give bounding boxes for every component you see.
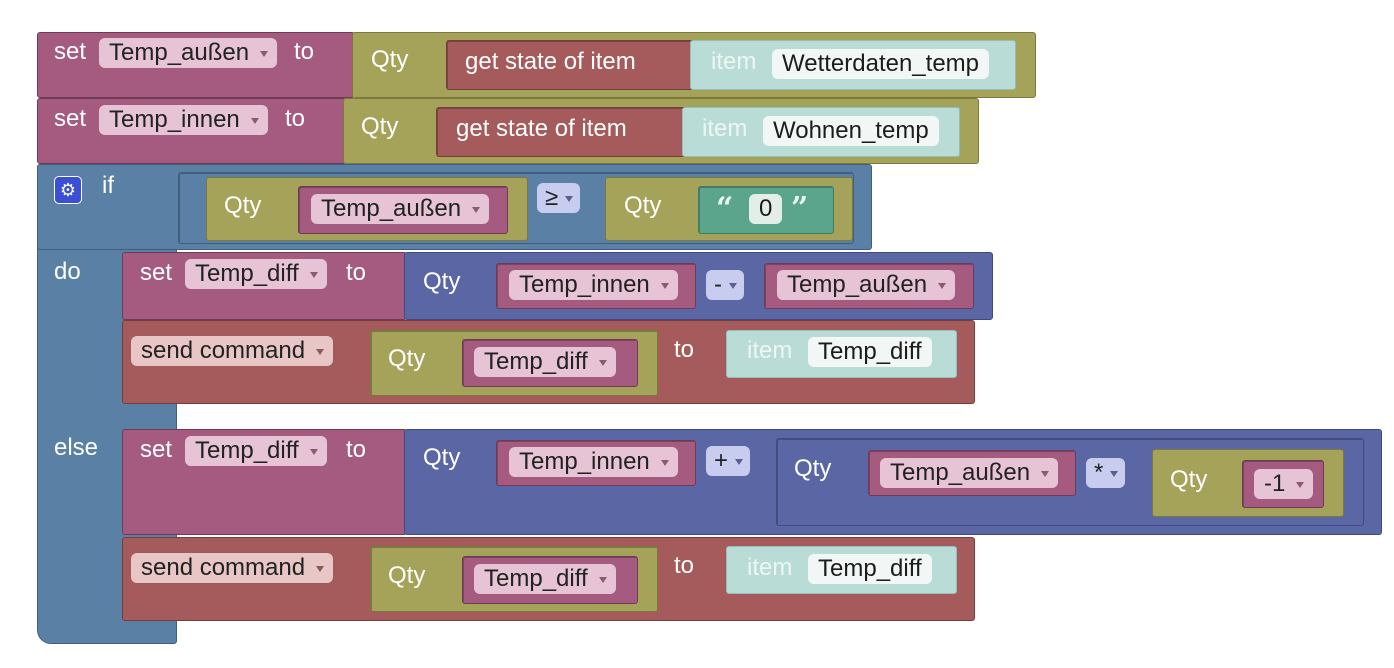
item-keyword: item bbox=[747, 554, 793, 581]
variable-label: Temp_diff bbox=[484, 565, 588, 592]
dropdown-arrow-icon bbox=[316, 349, 325, 355]
variable-label: Temp_innen bbox=[109, 106, 240, 133]
operator-label: + bbox=[714, 447, 729, 474]
variable-dropdown-temp-aussen[interactable]: Temp_außen bbox=[880, 458, 1059, 488]
set-keyword: set bbox=[140, 259, 173, 286]
variable-dropdown-temp-aussen[interactable]: Temp_außen bbox=[777, 270, 956, 300]
variable-label: Temp_außen bbox=[890, 459, 1031, 486]
send-command-label: send command bbox=[141, 337, 306, 364]
variable-dropdown-temp-aussen[interactable]: Temp_außen bbox=[311, 194, 490, 224]
item-name-field-temp-diff[interactable]: Temp_diff bbox=[808, 337, 932, 367]
to-keyword: to bbox=[674, 552, 695, 579]
operator-dropdown-plus[interactable]: + bbox=[706, 446, 751, 476]
operator-dropdown-times[interactable]: * bbox=[1086, 458, 1126, 488]
get-state-keyword: get state of item bbox=[465, 48, 636, 75]
qty-keyword: Qty bbox=[388, 562, 426, 589]
item-keyword: item bbox=[747, 337, 793, 364]
dropdown-arrow-icon bbox=[735, 459, 744, 465]
item-keyword: item bbox=[711, 48, 757, 75]
number-dropdown-neg-one[interactable]: -1 bbox=[1254, 469, 1314, 499]
send-command-label: send command bbox=[141, 554, 306, 581]
dropdown-arrow-icon bbox=[1110, 471, 1119, 477]
dropdown-arrow-icon bbox=[660, 283, 669, 289]
qty-keyword: Qty bbox=[794, 455, 832, 482]
operator-dropdown-minus[interactable]: - bbox=[706, 270, 744, 300]
dropdown-arrow-icon bbox=[729, 283, 737, 289]
variable-label: Temp_außen bbox=[109, 39, 250, 66]
qty-keyword: Qty bbox=[1170, 466, 1208, 493]
variable-dropdown-temp-diff[interactable]: Temp_diff bbox=[474, 564, 616, 594]
item-name-field-wetterdaten[interactable]: Wetterdaten_temp bbox=[772, 49, 990, 79]
qty-keyword: Qty bbox=[224, 192, 262, 219]
qty-keyword: Qty bbox=[371, 46, 409, 73]
variable-label: Temp_außen bbox=[321, 195, 462, 222]
item-name-field-temp-diff[interactable]: Temp_diff bbox=[808, 554, 932, 584]
qty-keyword: Qty bbox=[361, 113, 399, 140]
text-value-field[interactable]: 0 bbox=[749, 194, 783, 224]
dropdown-arrow-icon bbox=[1296, 482, 1305, 488]
variable-label: Temp_innen bbox=[519, 271, 650, 298]
get-state-block[interactable] bbox=[436, 107, 688, 157]
operator-label: * bbox=[1094, 459, 1104, 486]
dropdown-arrow-icon bbox=[316, 566, 325, 572]
variable-dropdown-temp-innen[interactable]: Temp_innen bbox=[509, 447, 678, 477]
variable-label: Temp_innen bbox=[519, 448, 650, 475]
variable-dropdown-temp-diff[interactable]: Temp_diff bbox=[185, 259, 327, 289]
qty-keyword: Qty bbox=[388, 345, 426, 372]
qty-keyword: Qty bbox=[423, 268, 461, 295]
item-name-field-wohnen[interactable]: Wohnen_temp bbox=[763, 116, 939, 146]
variable-dropdown-temp-innen[interactable]: Temp_innen bbox=[509, 270, 678, 300]
get-state-block[interactable] bbox=[446, 40, 696, 90]
dropdown-arrow-icon bbox=[260, 51, 269, 57]
dropdown-arrow-icon bbox=[250, 118, 259, 124]
operator-label: - bbox=[714, 271, 722, 298]
else-keyword: else bbox=[54, 434, 99, 461]
qty-keyword: Qty bbox=[624, 192, 662, 219]
send-command-dropdown[interactable]: send command bbox=[131, 553, 334, 583]
variable-dropdown-temp-innen[interactable]: Temp_innen bbox=[99, 105, 268, 135]
dropdown-arrow-icon bbox=[565, 196, 574, 202]
item-keyword: item bbox=[702, 115, 748, 142]
variable-dropdown-temp-diff[interactable]: Temp_diff bbox=[185, 436, 327, 466]
dropdown-arrow-icon bbox=[598, 360, 607, 366]
send-command-dropdown[interactable]: send command bbox=[131, 336, 334, 366]
operator-dropdown-gte[interactable]: ≥ bbox=[537, 183, 581, 213]
dropdown-arrow-icon bbox=[938, 283, 947, 289]
set-keyword: set bbox=[140, 436, 173, 463]
to-keyword: to bbox=[346, 436, 367, 463]
gear-icon[interactable]: ⚙ bbox=[54, 176, 82, 204]
qty-keyword: Qty bbox=[423, 444, 461, 471]
variable-dropdown-temp-aussen[interactable]: Temp_außen bbox=[99, 38, 278, 68]
set-keyword: set bbox=[54, 38, 87, 65]
dropdown-arrow-icon bbox=[598, 577, 607, 583]
set-keyword: set bbox=[54, 105, 87, 132]
to-keyword: to bbox=[294, 38, 315, 65]
dropdown-arrow-icon bbox=[1041, 471, 1050, 477]
variable-label: Temp_diff bbox=[195, 437, 299, 464]
to-keyword: to bbox=[285, 105, 306, 132]
open-quote-icon: “ bbox=[716, 191, 734, 226]
variable-label: Temp_außen bbox=[787, 271, 928, 298]
if-keyword: if bbox=[102, 172, 114, 199]
dropdown-arrow-icon bbox=[309, 449, 318, 455]
variable-dropdown-temp-diff[interactable]: Temp_diff bbox=[474, 347, 616, 377]
get-state-keyword: get state of item bbox=[456, 115, 627, 142]
dropdown-arrow-icon bbox=[660, 460, 669, 466]
close-quote-icon: ” bbox=[791, 191, 809, 226]
number-label: -1 bbox=[1264, 470, 1286, 497]
variable-label: Temp_diff bbox=[484, 348, 588, 375]
dropdown-arrow-icon bbox=[472, 207, 481, 213]
to-keyword: to bbox=[346, 259, 367, 286]
do-keyword: do bbox=[54, 258, 81, 285]
variable-label: Temp_diff bbox=[195, 260, 299, 287]
dropdown-arrow-icon bbox=[309, 272, 318, 278]
operator-label: ≥ bbox=[545, 184, 559, 211]
to-keyword: to bbox=[674, 336, 695, 363]
